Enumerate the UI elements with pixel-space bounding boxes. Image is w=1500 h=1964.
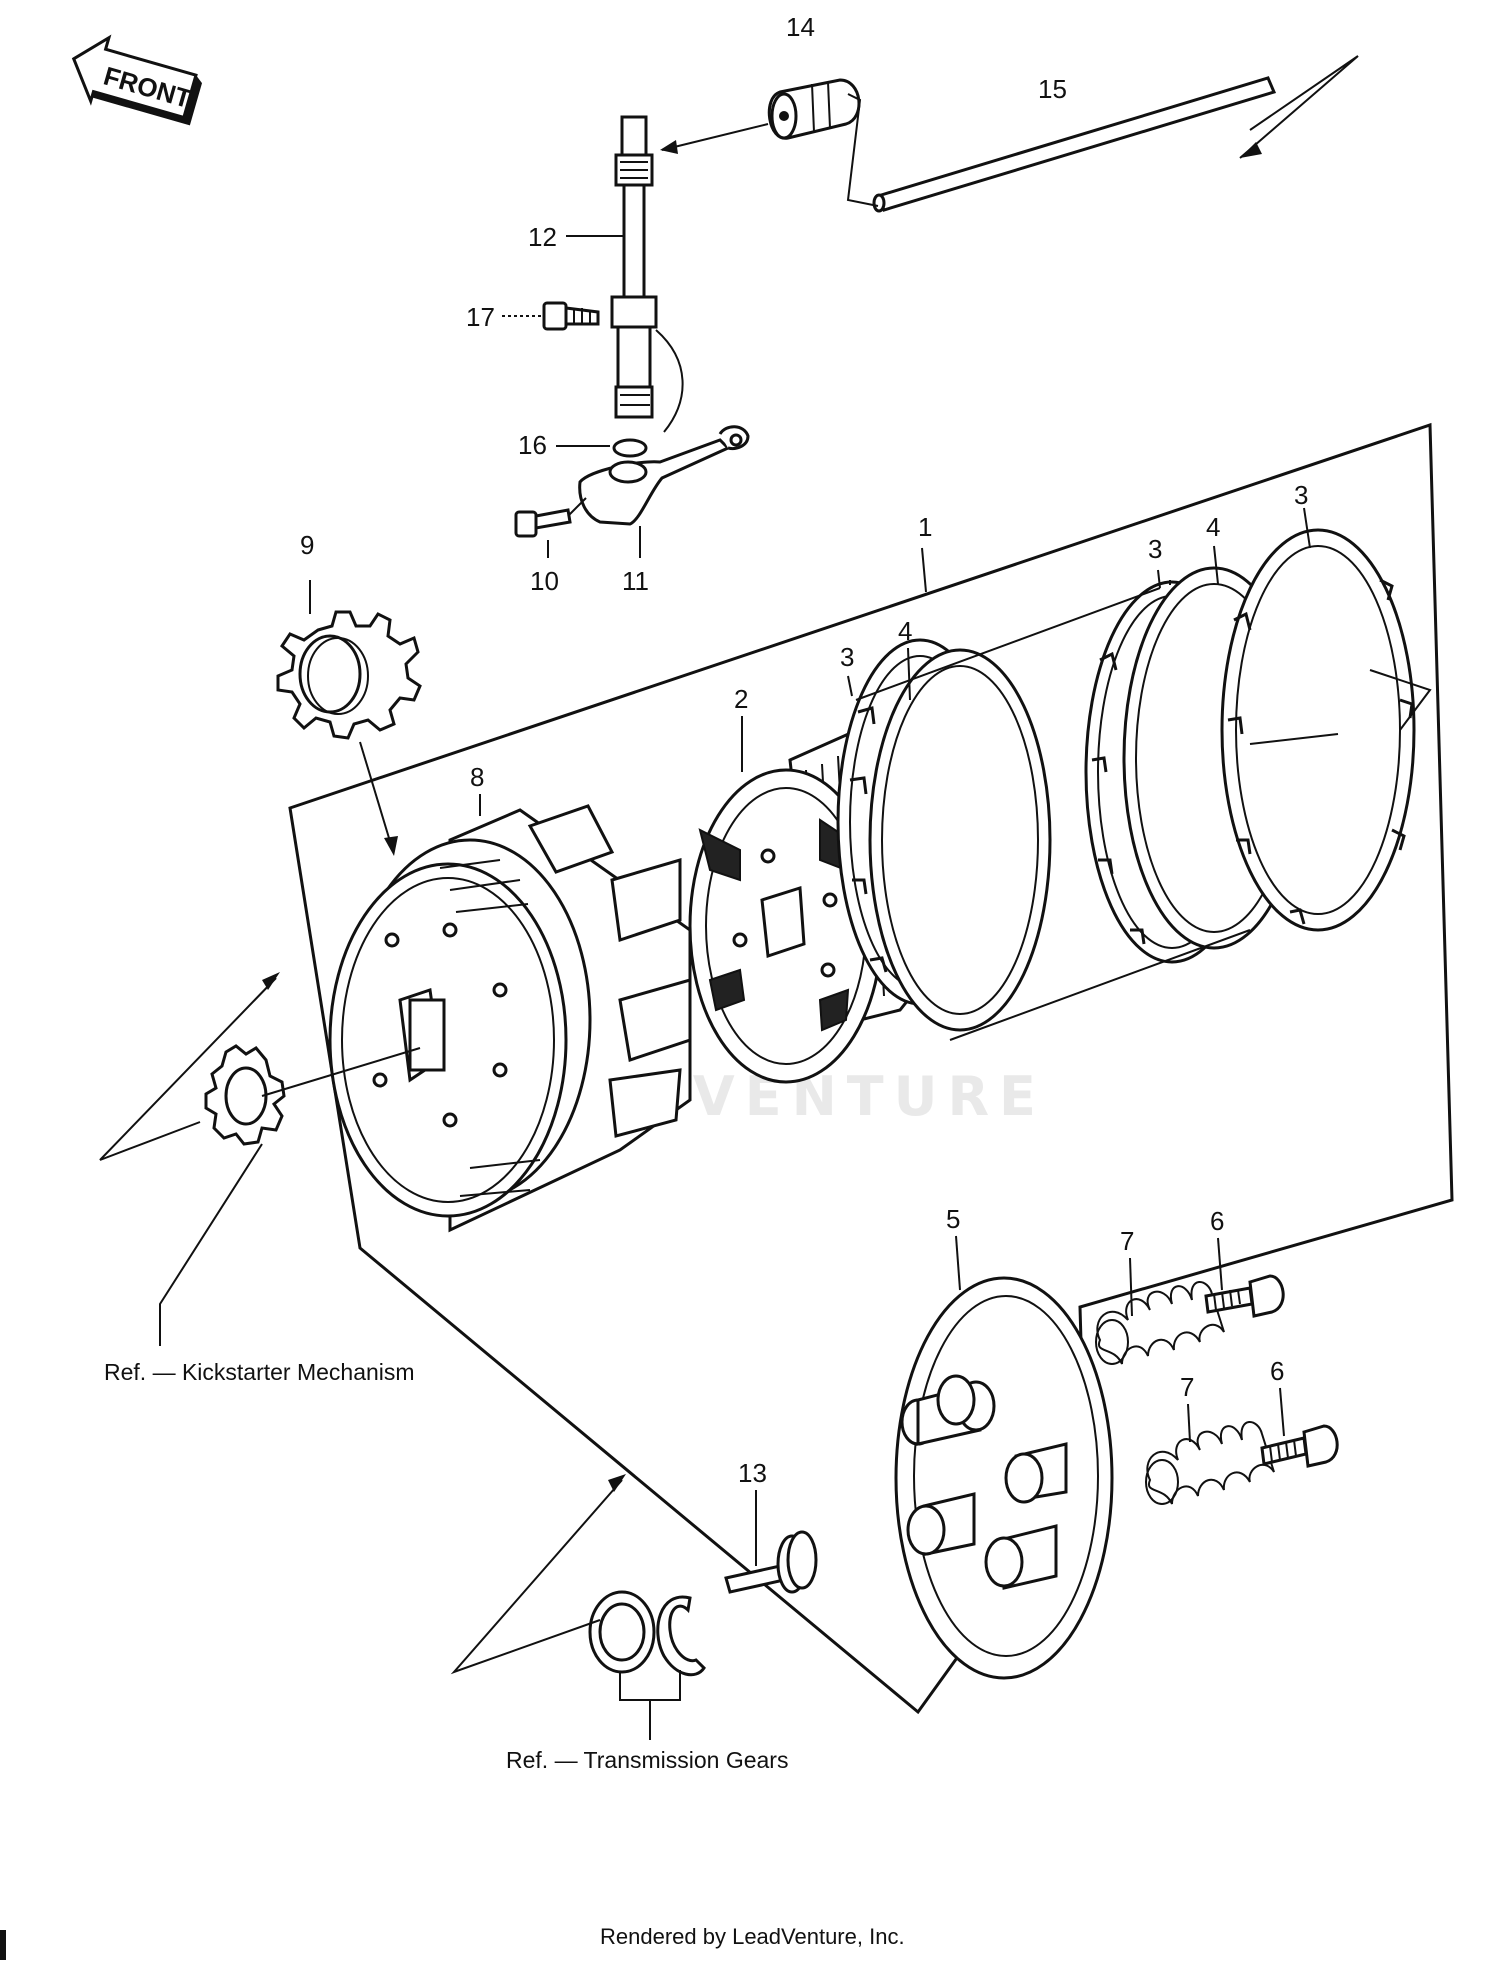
callout-13: 13 [738, 1458, 767, 1488]
callout-3-a: 3 [840, 642, 854, 672]
callout-7-b: 7 [1180, 1372, 1194, 1402]
callout-4-b: 4 [1206, 512, 1220, 542]
part-11-release-lever [578, 425, 750, 526]
part-5-pressure-plate [894, 1276, 1114, 1680]
steel-plate-4-a [868, 648, 1052, 1032]
front-arrow-shadow [91, 75, 203, 126]
part-13-push-pin [724, 1530, 818, 1594]
render-credit: Rendered by LeadVenture, Inc. [600, 1924, 905, 1949]
ref-transmission-gears: Ref. — Transmission Gears [506, 1747, 788, 1773]
leader-lines [99, 55, 1359, 1740]
front-arrow-badge: FRONT [71, 34, 203, 126]
circlip [656, 1595, 706, 1677]
callout-17: 17 [466, 302, 495, 332]
callout-2: 2 [734, 684, 748, 714]
pressure-plate-boss-4 [906, 1492, 976, 1556]
pressure-plate-boss-2 [936, 1374, 976, 1426]
callout-3-c: 3 [1294, 480, 1308, 510]
callout-6-b: 6 [1270, 1356, 1284, 1386]
thrust-washer [588, 1590, 656, 1674]
ref-kickstarter-mechanism: Ref. — Kickstarter Mechanism [104, 1359, 415, 1385]
pressure-plate-boss-5 [984, 1524, 1058, 1590]
callout-15: 15 [1038, 74, 1067, 104]
part-8-clutch-housing [328, 804, 692, 1233]
callout-7-a: 7 [1120, 1226, 1134, 1256]
callout-5: 5 [946, 1204, 960, 1234]
part-6-bolt-upper [1204, 1274, 1285, 1318]
callout-11: 11 [622, 566, 649, 596]
part-17-bolt [542, 301, 600, 331]
kickstarter-idler-gear [204, 1044, 286, 1146]
callout-numbers: 14 15 12 17 16 10 11 9 8 1 2 3 4 3 4 3 5… [300, 12, 1308, 1488]
callout-8: 8 [470, 762, 484, 792]
edge-mark [0, 1930, 6, 1960]
plate-stack-brackets [855, 580, 1432, 1041]
part-6-bolt-lower [1260, 1424, 1339, 1468]
callout-9: 9 [300, 530, 314, 560]
callout-1: 1 [918, 512, 932, 542]
pressure-plate-boss-3 [1004, 1442, 1068, 1504]
friction-plate-3-c [1220, 528, 1416, 932]
front-arrow-outline [71, 34, 198, 120]
callout-10: 10 [530, 566, 559, 596]
part-9-gear [276, 610, 422, 740]
part-12-release-shaft [610, 115, 684, 433]
callout-3-b: 3 [1148, 534, 1162, 564]
callout-6-a: 6 [1210, 1206, 1224, 1236]
callout-16: 16 [518, 430, 547, 460]
part-7-spring-upper [1095, 1281, 1225, 1365]
part-7-spring-lower [1145, 1421, 1275, 1505]
part-15-push-rod [872, 76, 1277, 213]
callout-4-a: 4 [898, 616, 912, 646]
callout-14: 14 [786, 12, 815, 42]
part-10-bolt [514, 508, 572, 538]
part-16-o-ring [612, 438, 648, 458]
callout-12: 12 [528, 222, 557, 252]
part-14-bushing [767, 78, 861, 140]
